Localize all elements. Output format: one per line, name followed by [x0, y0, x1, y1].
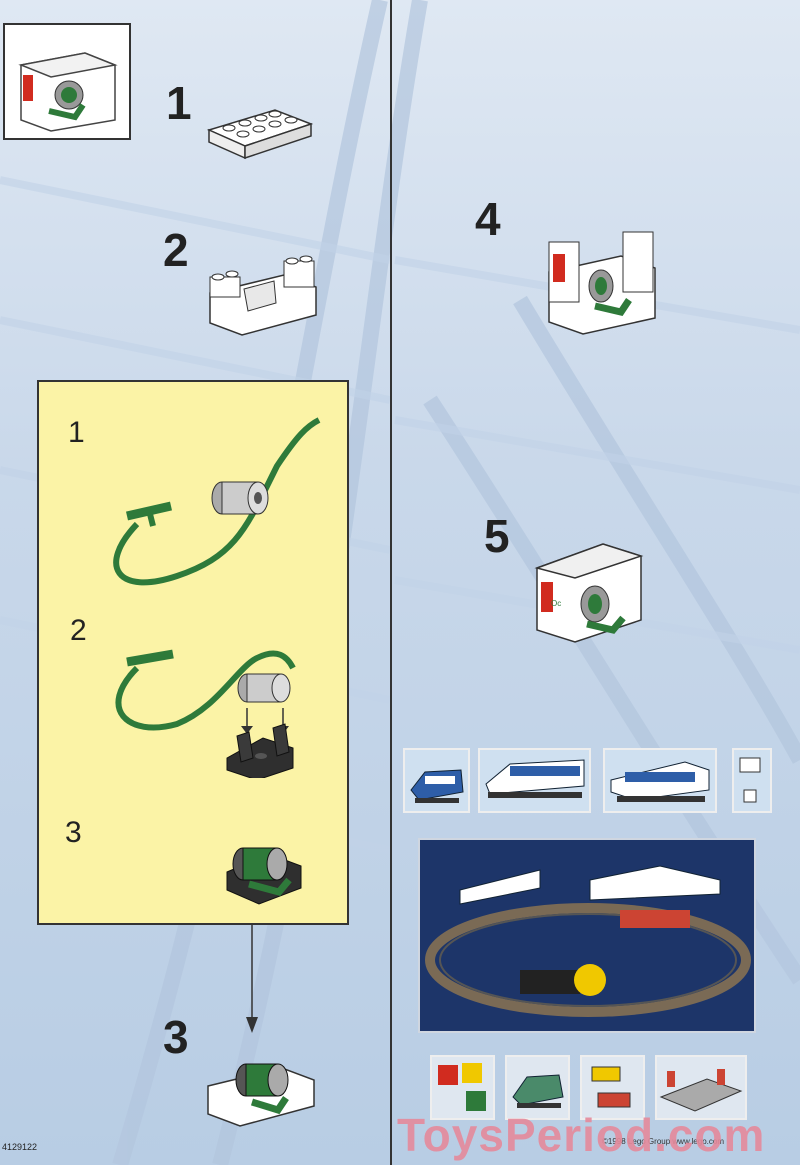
vehicles-icon: [591, 1066, 631, 1108]
locomotive-rear-icon: [610, 761, 710, 802]
rope-and-spool-icon: [113, 417, 321, 586]
down-arrow-icon: [246, 925, 258, 1033]
winch-on-base-icon: [207, 1063, 315, 1127]
step-number-5: 5: [484, 510, 510, 562]
model-preview-locomotive-front: [403, 748, 470, 813]
accessory-preview-car: [505, 1055, 570, 1120]
final-model-thumbnail: [3, 23, 131, 140]
callout-step-2: 2: [70, 614, 87, 647]
callout-step-3: 3: [65, 816, 82, 849]
step-number-3: 3: [163, 1011, 189, 1063]
set-photo: [418, 838, 756, 1033]
website-link[interactable]: www.lego.com: [672, 1137, 724, 1146]
callout-step-1: 1: [68, 416, 85, 449]
part-code: 4129122: [2, 1142, 38, 1152]
locomotive-side-icon: [485, 759, 585, 798]
page-fold-line: [390, 0, 392, 1165]
accessory-preview-platform: [655, 1055, 747, 1120]
model-preview-locomotive-side: [478, 748, 591, 813]
watermark: ToysPeriod.com: [397, 1109, 766, 1161]
copyright-label: ©1998 Lego Group: [602, 1137, 671, 1146]
sub-assembly-callout: 1 2 3: [37, 380, 349, 925]
white-bricks-base-icon: [209, 255, 317, 336]
car-icon: [512, 1074, 564, 1108]
octan-logo-text: Oc: [551, 599, 561, 608]
step-number-2: 2: [163, 224, 189, 276]
winch-house-partial-icon: [548, 231, 656, 335]
spool-onto-winch-holder-icon: [115, 649, 296, 778]
model-preview-locomotive-rear: [603, 748, 717, 813]
train-set-photo-illustration: [420, 840, 754, 1031]
step-number-1: 1: [166, 77, 192, 129]
accessory-preview-crates: [430, 1055, 495, 1120]
step-number-4: 4: [475, 193, 501, 245]
small-parts-icon: [739, 757, 761, 803]
model-preview-small-parts: [732, 748, 772, 813]
platform-icon: [659, 1069, 743, 1112]
accessory-preview-vehicles: [580, 1055, 645, 1120]
crates-icon: [438, 1063, 486, 1111]
assembled-winch-icon: [226, 847, 302, 905]
copyright-text: ©1998 Lego Group www.lego.com: [602, 1137, 724, 1146]
winch-house-complete-icon: Oc: [534, 543, 644, 643]
locomotive-front-icon: [410, 769, 464, 803]
white-plate-2x4-icon: [206, 109, 314, 160]
